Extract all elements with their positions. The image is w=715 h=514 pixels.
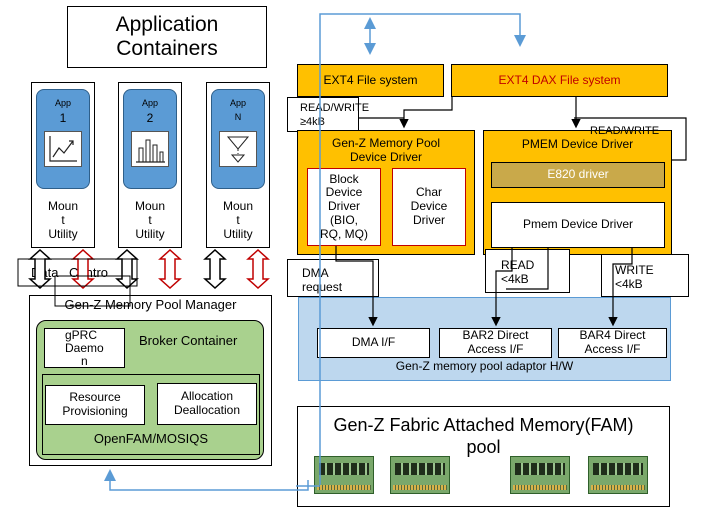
allocation-l1: Allocation: [180, 389, 234, 404]
fam-pool-l2: pool: [466, 437, 501, 457]
app-1-tile: App 1: [36, 89, 90, 189]
app-2-number: 2: [146, 111, 154, 125]
app-n-number: N: [234, 112, 242, 122]
mount-utility-n-l3: Utility: [223, 227, 253, 241]
memory-module-icon: [588, 456, 648, 494]
data-label: Data: [31, 265, 59, 280]
block-l1: Block: [329, 171, 359, 186]
app-n-tile: App N: [211, 89, 265, 189]
ext4-dax-fs-label: EXT4 DAX File system: [498, 72, 621, 87]
resource-provisioning-box: Resource Provisioning: [45, 385, 145, 425]
pmem-inner-label: Pmem Device Driver: [522, 217, 633, 232]
openfam-label: OpenFAM/MOSIQS: [93, 431, 209, 446]
block-l4: (BIO,: [329, 212, 358, 227]
mount-utility-1-l3: Utility: [48, 227, 78, 241]
fam-pool-l1: Gen-Z Fabric Attached Memory(FAM): [333, 415, 634, 435]
bar4-l2: Access I/F: [584, 342, 641, 356]
bar-chart-icon: [131, 131, 169, 167]
memory-module-icon: [314, 456, 374, 494]
read-write-ge-l1: READ/WRITE: [300, 102, 370, 114]
bar4-l1: BAR4 Direct: [579, 328, 646, 343]
block-l3: Driver: [328, 199, 360, 214]
dma-request-l2: request: [302, 280, 343, 294]
app-card-1: App 1 Moun t Utility: [31, 82, 95, 248]
app-card-2: App 2 Moun t Utility: [118, 82, 182, 248]
mount-utility-2-l3: Utility: [135, 227, 165, 241]
block-l5: RQ, MQ): [320, 226, 368, 241]
grpc-l1: gPRC: [65, 328, 98, 342]
mount-utility-2-l1: Moun: [134, 199, 166, 213]
dma-request-box: DMA request: [287, 259, 379, 297]
openfam-box: OpenFAM/MOSIQS: [42, 374, 260, 455]
memory-module-icon: [390, 456, 450, 494]
application-containers-box: Application Containers: [67, 6, 267, 68]
pmem-driver-label: PMEM Device Driver: [521, 137, 634, 151]
e820-driver-box: E820 driver: [491, 162, 665, 188]
char-l2: Device: [410, 199, 448, 214]
pmem-inner-driver-box: Pmem Device Driver: [491, 202, 665, 248]
read-lt-l2: <4kB: [501, 272, 529, 286]
pool-driver-l1: Gen-Z Memory Pool: [331, 136, 441, 150]
char-l1: Char: [415, 185, 442, 200]
ext4-fs-box: EXT4 File system: [297, 64, 444, 97]
read-write-ge-box: READ/WRITE ≥4kB: [287, 97, 369, 132]
dma-if-label: DMA I/F: [351, 335, 396, 350]
line-chart-icon: [44, 131, 82, 167]
app-n-label: App: [229, 98, 246, 108]
read-write-ge-l2: ≥4kB: [300, 116, 325, 128]
app-2-tile: App 2: [123, 89, 177, 189]
read-lt-box: READ <4kB: [485, 249, 570, 293]
char-l3: Driver: [413, 212, 445, 227]
mount-utility-1-l1: Moun: [47, 199, 79, 213]
data-arrow-2: [115, 248, 139, 290]
flow-diagram-icon: [219, 131, 257, 167]
ext4-fs-label: EXT4 File system: [323, 72, 418, 87]
app-1-number: 1: [59, 111, 67, 125]
bar2-if-box: BAR2 Direct Access I/F: [439, 328, 552, 358]
block-l2: Device: [325, 185, 363, 200]
pool-manager-label: Gen-Z Memory Pool Manager: [64, 297, 237, 312]
app-card-n: App N Moun t Utility: [206, 82, 270, 248]
grpc-l2: Daemo: [65, 341, 104, 355]
application-containers-label: Application Containers: [115, 12, 219, 60]
control-label: Contro: [69, 265, 109, 280]
mount-utility-n-l1: Moun: [222, 199, 254, 213]
broker-container-label: Broker Container: [139, 333, 238, 348]
memory-module-icon: [510, 456, 570, 494]
adaptor-label: Gen-Z memory pool adaptor H/W: [395, 359, 574, 373]
resource-l2: Provisioning: [62, 404, 128, 418]
e820-label: E820 driver: [547, 167, 609, 182]
allocation-l2: Deallocation: [173, 403, 241, 417]
bar2-l1: BAR2 Direct: [462, 328, 529, 343]
grpc-daemon-box: gPRC Daemo n: [44, 328, 125, 368]
write-lt-l2: <4kB: [615, 277, 643, 291]
block-device-driver-box: Block Device Driver (BIO, RQ, MQ): [307, 168, 381, 246]
write-lt-l1: WRITE: [615, 263, 654, 277]
dma-request-l1: DMA: [302, 266, 329, 280]
grpc-l3: n: [81, 354, 88, 368]
mount-utility-1-l2: t: [61, 213, 65, 227]
read-lt-l1: READ: [501, 258, 535, 272]
app-1-label: App: [54, 98, 71, 108]
resource-l1: Resource: [69, 390, 121, 405]
dma-if-box: DMA I/F: [317, 328, 430, 358]
ext4-dax-fs-box: EXT4 DAX File system: [451, 64, 668, 97]
bar4-if-box: BAR4 Direct Access I/F: [558, 328, 667, 358]
write-lt-box: WRITE <4kB: [601, 254, 689, 297]
control-arrow-2: [158, 248, 182, 290]
mount-utility-2-l2: t: [148, 213, 152, 227]
allocation-deallocation-box: Allocation Deallocation: [157, 383, 257, 425]
mount-utility-n-l2: t: [236, 213, 240, 227]
app-2-label: App: [141, 98, 158, 108]
char-device-driver-box: Char Device Driver: [392, 168, 466, 246]
bar2-l2: Access I/F: [467, 342, 524, 356]
control-arrow-n: [246, 248, 270, 290]
pool-driver-l2: Device Driver: [349, 150, 422, 164]
data-arrow-n: [203, 248, 227, 290]
